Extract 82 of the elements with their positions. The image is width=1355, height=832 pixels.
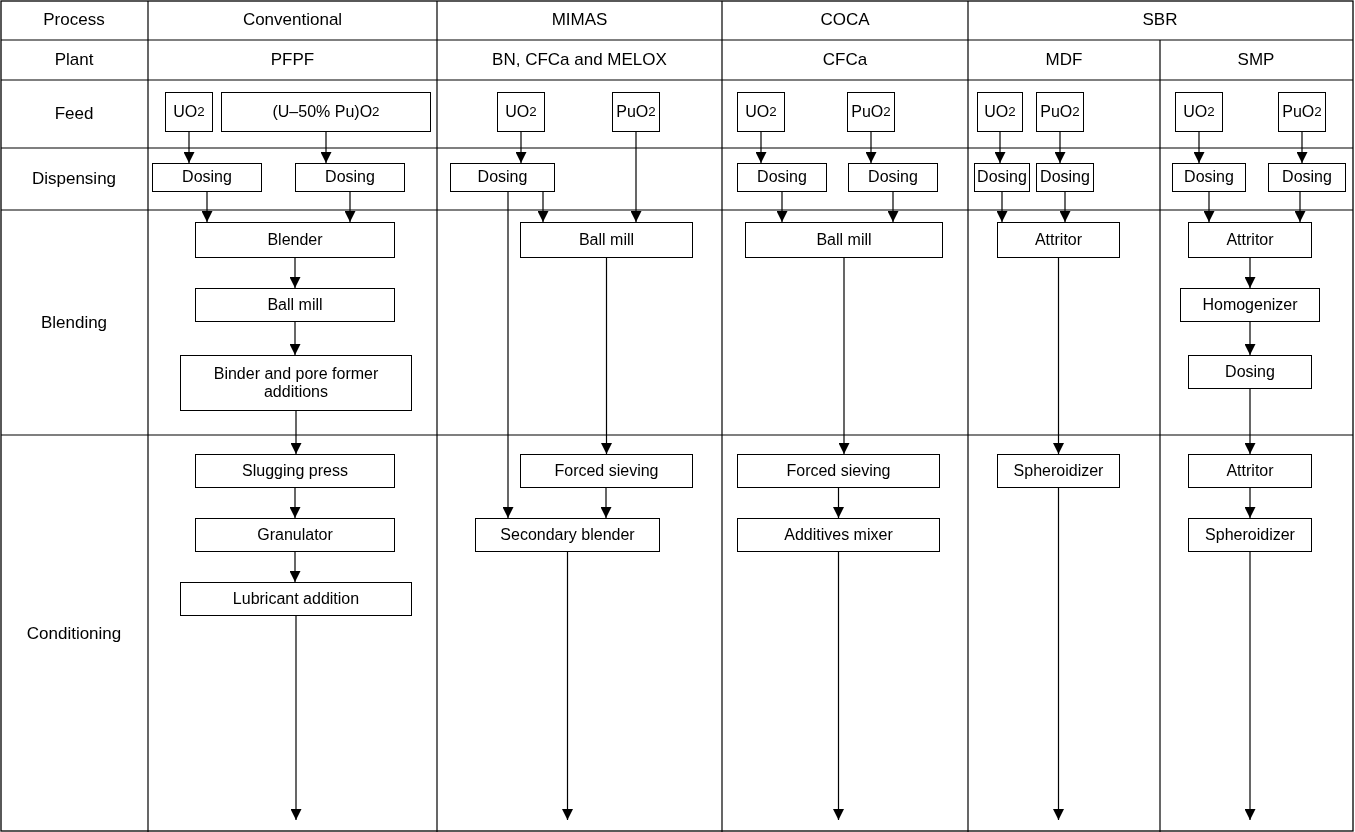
process-box: Dosing: [295, 163, 405, 192]
arrow: [1294, 191, 1306, 223]
arrow: [600, 487, 612, 519]
plant-header: Plant: [54, 50, 94, 70]
process-box: Ball mill: [745, 222, 943, 258]
arrow: [1244, 321, 1256, 356]
process-box: Attritor: [1188, 222, 1312, 258]
process-box: Spheroidizer: [1188, 518, 1312, 552]
arrow: [601, 257, 612, 455]
process-box: Attritor: [997, 222, 1120, 258]
stage-label: Dispensing: [31, 169, 117, 189]
plant-header: MDF: [1045, 50, 1083, 70]
arrow: [344, 191, 356, 223]
arrow: [201, 191, 213, 223]
process-box: Dosing: [737, 163, 827, 192]
arrow: [515, 131, 527, 164]
arrow: [887, 191, 899, 223]
arrow: [289, 551, 301, 583]
plant-header: SMP: [1237, 50, 1275, 70]
arrow: [562, 551, 573, 821]
process-box: Ball mill: [520, 222, 693, 258]
arrow: [996, 191, 1008, 223]
process-header: SBR: [1142, 10, 1178, 30]
arrow: [289, 487, 301, 519]
process-box: Dosing: [974, 163, 1030, 192]
process-box: Dosing: [450, 163, 555, 192]
arrow: [833, 551, 844, 821]
plant-header: PFPF: [270, 50, 315, 70]
arrow: [865, 131, 877, 164]
process-box: Dosing: [152, 163, 262, 192]
arrow: [1244, 257, 1256, 289]
process-box: Lubricant addition: [180, 582, 412, 616]
plant-header: CFCa: [822, 50, 868, 70]
process-box: Slugging press: [195, 454, 395, 488]
arrow: [1296, 131, 1308, 164]
process-header: Conventional: [242, 10, 343, 30]
arrow: [502, 191, 514, 519]
arrow: [1054, 131, 1066, 164]
process-box: Secondary blender: [475, 518, 660, 552]
process-box: Forced sieving: [737, 454, 940, 488]
process-box: Additives mixer: [737, 518, 940, 552]
arrow: [1244, 388, 1256, 455]
arrow: [1053, 257, 1064, 455]
process-header: Process: [43, 10, 105, 30]
process-box: Dosing: [1188, 355, 1312, 389]
arrow: [290, 615, 302, 821]
process-box: Homogenizer: [1180, 288, 1320, 322]
arrow: [320, 131, 332, 164]
process-header: MIMAS: [551, 10, 608, 30]
arrow: [290, 410, 302, 455]
arrow: [183, 131, 195, 164]
arrow: [1053, 487, 1064, 821]
arrow: [1059, 191, 1071, 223]
process-box: Ball mill: [195, 288, 395, 322]
arrow: [1203, 191, 1215, 223]
process-box: Dosing: [1036, 163, 1094, 192]
process-box: Dosing: [1172, 163, 1246, 192]
arrow: [994, 131, 1006, 164]
arrow: [755, 131, 767, 164]
arrow: [289, 321, 301, 356]
process-box: Dosing: [848, 163, 938, 192]
process-header: COCA: [820, 10, 870, 30]
arrow: [1193, 131, 1205, 164]
arrow: [776, 191, 788, 223]
process-box: Blender: [195, 222, 395, 258]
arrow: [838, 257, 850, 455]
arrow: [1244, 551, 1256, 821]
stage-label: Feed: [54, 104, 94, 124]
stage-label: Conditioning: [26, 623, 122, 644]
arrow: [833, 487, 844, 519]
stage-label: Blending: [40, 312, 108, 333]
process-box: Binder and pore former additions: [180, 355, 412, 411]
arrow: [289, 257, 301, 289]
process-box: Dosing: [1268, 163, 1346, 192]
process-box: Attritor: [1188, 454, 1312, 488]
arrow: [630, 131, 642, 223]
process-box: Forced sieving: [520, 454, 693, 488]
arrow: [1244, 487, 1256, 519]
process-box: Granulator: [195, 518, 395, 552]
plant-header: BN, CFCa and MELOX: [492, 50, 667, 70]
arrow: [537, 191, 549, 223]
process-box: Spheroidizer: [997, 454, 1120, 488]
